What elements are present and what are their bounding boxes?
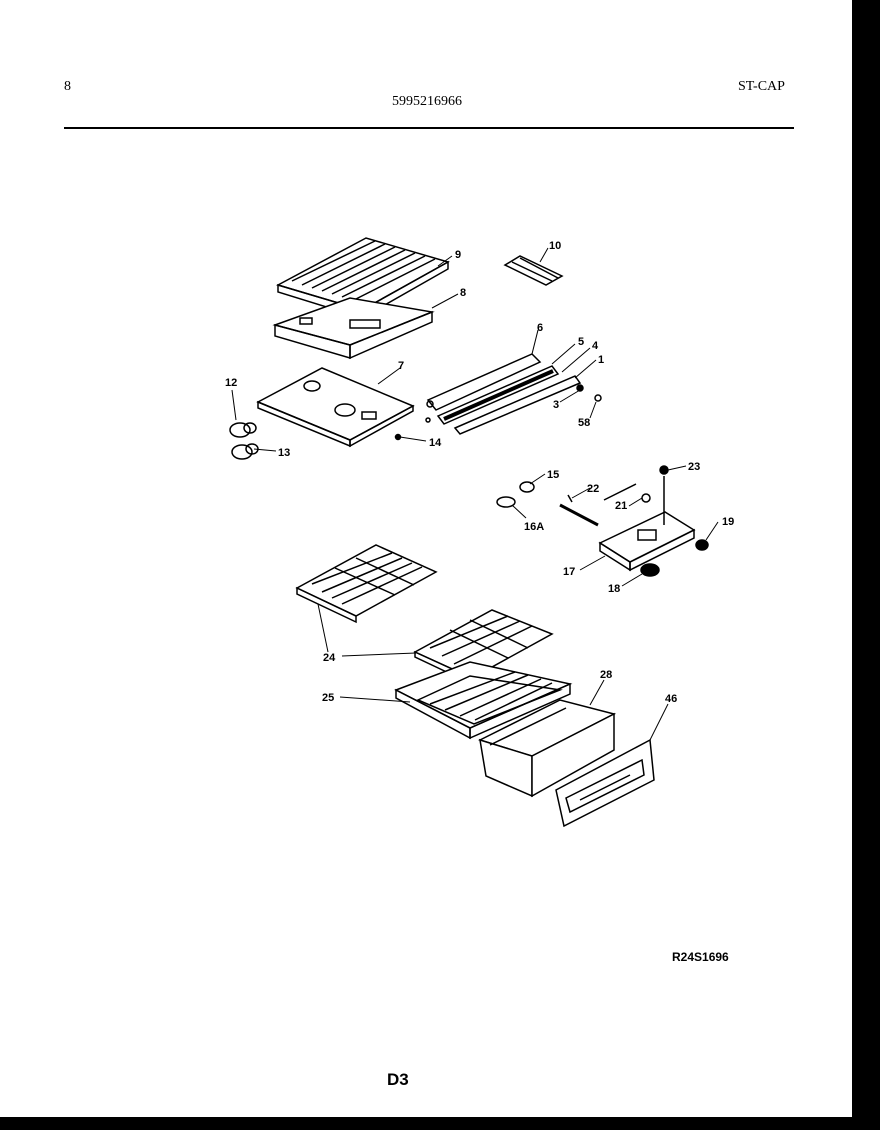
callout-15: 15: [547, 469, 559, 481]
callout-8: 8: [460, 287, 466, 299]
page-code: D3: [387, 1070, 409, 1089]
callout-46: 46: [665, 693, 677, 705]
callout-22: 22: [587, 483, 599, 495]
callout-12: 12: [225, 377, 237, 389]
scan-border-right: [852, 0, 880, 1130]
callout-6: 6: [537, 322, 543, 334]
callout-23: 23: [688, 461, 700, 473]
part-7-plate: [256, 367, 415, 448]
callout-21: 21: [615, 500, 627, 512]
callout-14: 14: [429, 437, 442, 449]
callout-5: 5: [578, 336, 584, 348]
part-10-clip: [503, 255, 564, 286]
callout-4: 4: [592, 340, 599, 352]
callout-3: 3: [553, 399, 559, 411]
part-15-16a-fittings: [496, 465, 669, 527]
callout-58: 58: [578, 417, 590, 429]
part-17-housing: [598, 476, 709, 577]
callout-19: 19: [722, 516, 734, 528]
page-number: 8: [64, 79, 71, 94]
callout-7: 7: [398, 360, 404, 372]
callout-25: 25: [322, 692, 334, 704]
callout-24: 24: [323, 652, 336, 664]
part-12-13-knobs: [229, 422, 259, 460]
section-code: ST-CAP: [738, 79, 785, 94]
part-25-crisper-cover: [394, 661, 573, 740]
callout-9: 9: [455, 249, 461, 261]
part-number: 5995216966: [392, 94, 462, 109]
callout-16a: 16A: [524, 521, 544, 533]
callout-17: 17: [563, 566, 575, 578]
header-rule: [64, 127, 794, 129]
part-24-shelf-upper: [295, 544, 438, 624]
callout-1: 1: [598, 354, 604, 366]
callout-18: 18: [608, 583, 620, 595]
callout-10: 10: [549, 240, 561, 252]
part-46-front-panel: [555, 738, 655, 828]
callout-13: 13: [278, 447, 290, 459]
part-8-shelf: [272, 297, 435, 360]
scan-border-bottom: [0, 1117, 880, 1130]
part-28-crisper-pan: [477, 699, 617, 798]
part-24-shelf-lower: [413, 609, 554, 686]
drawing-code: R24S1696: [672, 950, 729, 964]
callout-28: 28: [600, 669, 612, 681]
part-6-5-4-1-rails: [425, 353, 602, 435]
